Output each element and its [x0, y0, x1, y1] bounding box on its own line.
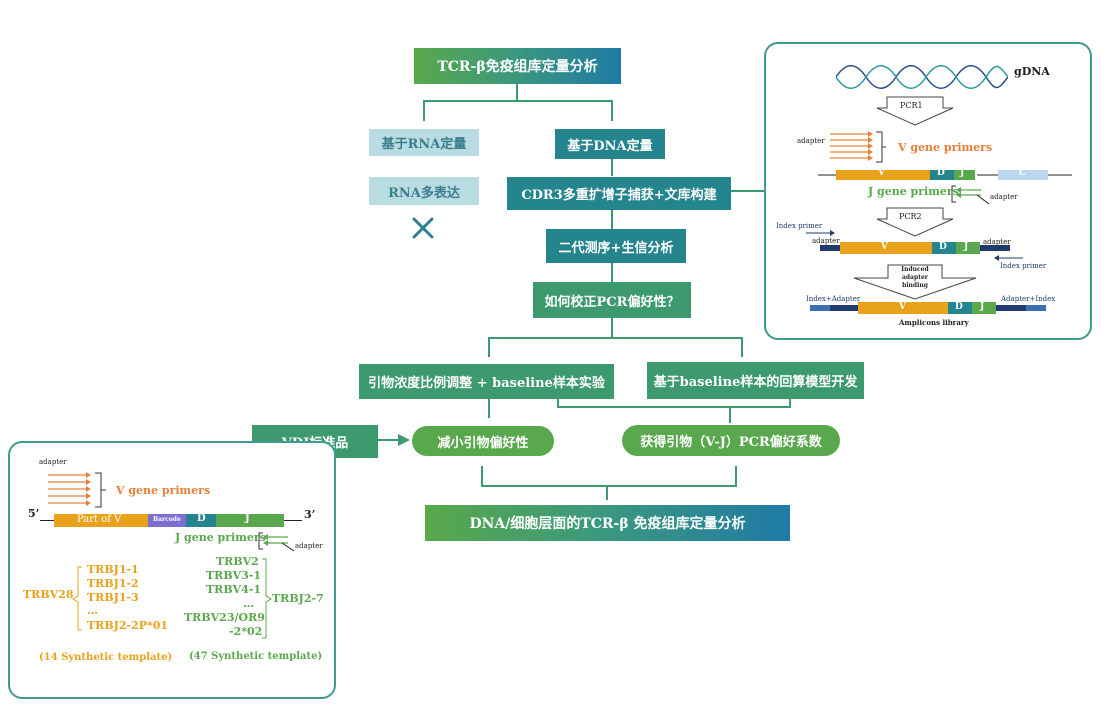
vdj-adapter-label: adapter	[39, 458, 67, 466]
gdna-label: gDNA	[1014, 65, 1050, 78]
bias-coefficient-box: 获得引物（V-J）PCR偏好系数	[622, 425, 840, 456]
trbv-item-6: -2*02	[229, 625, 263, 638]
vdj-j-adapter-label: adapter	[295, 542, 323, 550]
syn47-label: (47 Synthetic template)	[189, 651, 323, 662]
pcr2-j-bar	[956, 242, 980, 254]
trbv-item-2: TRBV3-1	[206, 569, 262, 582]
gdna-seg-j-bg	[954, 170, 975, 180]
model-dev-box: 基于baseline样本的回算模型开发	[647, 362, 864, 399]
library-build-box: CDR3多重扩增子捕获+文库构建	[507, 177, 731, 210]
gdna-seg-d: D	[937, 168, 945, 178]
vdj-d-bar	[186, 514, 216, 527]
amplicon-left-adapter-bar	[830, 305, 858, 311]
barcode-label: Barcode	[153, 516, 181, 523]
vdj-v-primers-label: V gene primers	[116, 484, 211, 497]
gdna-v-primer-arrows	[830, 131, 886, 163]
amplicon-seg-j: J	[980, 302, 985, 312]
pcr2-v-bar	[840, 242, 932, 254]
gdna-j-primers-label: J gene primers	[868, 185, 959, 198]
part-v-bar	[54, 514, 148, 527]
gdna-seg-v: V	[878, 168, 885, 178]
gdna-adapter-label: adapter	[797, 137, 825, 145]
amplicons-library-label: Amplicons library	[899, 318, 969, 327]
amplicon-seg-d: D	[955, 302, 963, 312]
index-primer-right-label: Index primer	[1000, 262, 1047, 270]
trbj27-label: TRBJ2-7	[272, 592, 324, 605]
pcr-bias-question-box: 如何校正PCR偏好性？	[533, 282, 691, 318]
trbv28-brace	[72, 566, 82, 631]
trbv28-label: TRBV28	[23, 588, 74, 601]
gdna-helix	[836, 65, 1008, 89]
syn14-label: (14 Synthetic template)	[39, 652, 173, 663]
gdna-j-adapter-label: adapter	[990, 193, 1018, 201]
pcr2-left-adapter-bar	[820, 245, 840, 251]
index-primer-left-label: Index primer	[776, 222, 823, 230]
three-prime-label: 3’	[304, 508, 316, 521]
trbj-item-5: TRBJ2-2P*01	[87, 619, 169, 632]
pcr1-arrow-icon	[876, 96, 954, 126]
pcr2-adapter-right: adapter	[983, 238, 1011, 246]
vdj-v-primer-arrows	[48, 472, 106, 508]
vdj-j-label: J	[245, 513, 250, 524]
index-adapter-label: Index+Adapter	[806, 295, 861, 303]
trbj27-brace	[262, 558, 272, 639]
rna-expr-box: RNA多表达	[369, 177, 479, 205]
induced-binding-arrow-icon	[853, 264, 977, 300]
pcr2-seg-d: D	[939, 242, 947, 252]
trbv-item-5: TRBV23/OR9	[184, 611, 265, 624]
final-box: DNA/细胞层面的TCR-β 免疫组库定量分析	[425, 505, 790, 541]
barcode-bar	[148, 514, 186, 527]
trbv-item-3: TRBV4-1	[206, 583, 262, 596]
vdj-d-label: D	[197, 513, 206, 524]
primer-adjust-box: 引物浓度比例调整 + baseline样本实验	[359, 364, 614, 399]
gdna-seg-j: J	[960, 168, 965, 178]
amplicon-j-bar	[972, 302, 996, 314]
part-v-label: Part of V	[77, 514, 122, 525]
sequencing-box: 二代测序+生信分析	[546, 229, 686, 263]
pcr2-d-bar	[932, 242, 956, 254]
amplicon-right-adapter-bar	[996, 305, 1026, 311]
pcr2-seg-v: V	[881, 242, 888, 252]
trbj-item-3: TRBJ1-3	[87, 591, 139, 604]
index-primer-left-arrow	[806, 230, 835, 236]
pcr2-right-adapter-bar	[980, 245, 1010, 251]
pcr1-label: PCR1	[900, 101, 923, 110]
trbv-item-ellipsis: …	[243, 597, 254, 610]
vdj-j-primers-label: J gene primers	[175, 531, 266, 544]
trbj-item-ellipsis: …	[87, 604, 98, 617]
pcr2-label: PCR2	[899, 212, 922, 221]
gdna-seg-c: C	[1019, 168, 1027, 178]
induced-binding-label: Induced adapter binding	[901, 266, 929, 289]
amplicon-v-bar	[858, 302, 948, 314]
adapter-index-label: Adapter+Index	[1001, 295, 1056, 303]
gdna-v-primers-label: V gene primers	[898, 141, 993, 154]
amplicon-right-index-bar	[1026, 305, 1046, 311]
vdj-j-bar	[216, 514, 284, 527]
pcr2-adapter-left: adapter	[812, 237, 840, 245]
reduce-bias-box: 减小引物偏好性	[412, 426, 554, 456]
amplicon-left-index-bar	[810, 305, 830, 311]
trbj-item-1: TRBJ1-1	[87, 563, 139, 576]
gdna-seg-d-bg	[930, 170, 954, 180]
index-primer-right-arrow	[994, 255, 1023, 261]
pcr2-arrow-icon	[876, 207, 954, 237]
pcr2-seg-j: J	[964, 242, 969, 252]
five-prime-label: 5’	[28, 507, 40, 520]
amplicon-seg-v: V	[899, 302, 906, 312]
gdna-j-primer-arrows	[951, 185, 990, 205]
amplicon-d-bar	[948, 302, 972, 314]
title-box: TCR-β免疫组库定量分析	[414, 48, 621, 84]
trbv-item-1: TRBV2	[216, 555, 259, 568]
dna-quant-box: 基于DNA定量	[555, 129, 665, 159]
vdj-panel	[8, 441, 336, 699]
rna-quant-box: 基于RNA定量	[369, 129, 479, 156]
vdj-j-primer-arrows	[258, 532, 295, 552]
trbj-item-2: TRBJ1-2	[87, 577, 139, 590]
